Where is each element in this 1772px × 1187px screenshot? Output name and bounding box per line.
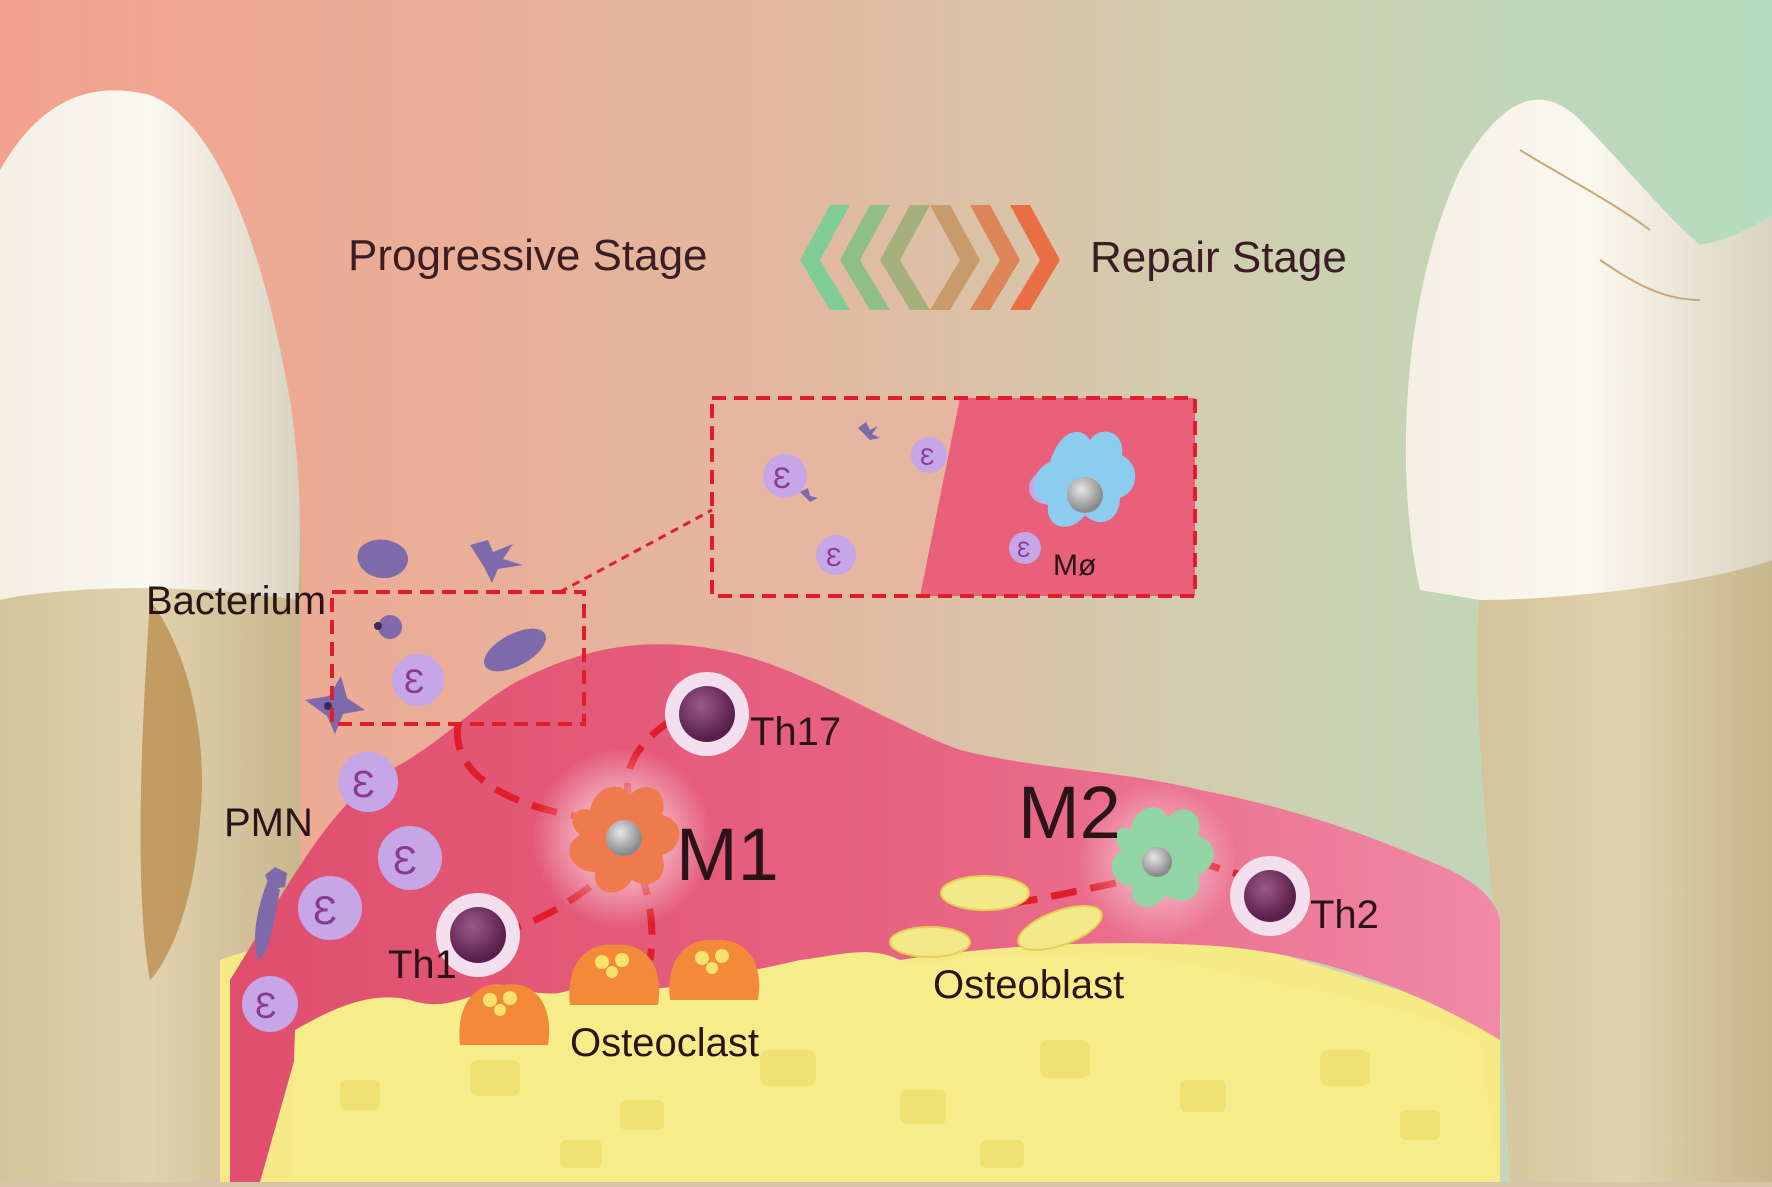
svg-text:Ɛ: Ɛ — [255, 985, 277, 1026]
repair-stage-label: Repair Stage — [1090, 233, 1347, 282]
th17-label: Th17 — [750, 710, 841, 754]
svg-text:Ɛ: Ɛ — [920, 444, 935, 471]
osteoclast-label: Osteoclast — [570, 1021, 759, 1065]
svg-text:Ɛ: Ɛ — [404, 663, 425, 701]
m2-macrophage — [1077, 782, 1237, 942]
m1-label: M1 — [676, 813, 779, 896]
svg-text:Ɛ: Ɛ — [393, 839, 417, 883]
alveolar-bone — [290, 952, 1500, 1182]
bacterium-label: Bacterium — [146, 579, 326, 623]
inset-bacterium — [800, 488, 818, 502]
bacterium-cell — [357, 539, 408, 579]
bacterium-cell — [255, 880, 280, 960]
calculus-deposit — [140, 600, 202, 980]
stage-transition-arrows — [800, 205, 1060, 310]
inset-pmn-cell: Ɛ — [816, 535, 856, 575]
svg-text:Ɛ: Ɛ — [773, 462, 791, 495]
bacterium-cell — [484, 628, 546, 672]
left-tooth — [0, 90, 302, 1182]
chevron-right-icon — [970, 205, 1020, 310]
chevron-left-icon — [840, 205, 890, 310]
inset-frame — [710, 396, 1197, 598]
svg-text:Ɛ: Ɛ — [826, 542, 842, 572]
bacterium-cell — [305, 676, 365, 734]
right-tooth-root — [1477, 560, 1772, 1182]
osteoclasts — [459, 939, 760, 1045]
osteoblast-cell — [940, 875, 1030, 911]
m1-macrophage — [532, 748, 712, 928]
inset-bacterium — [858, 422, 880, 440]
m2-label: M2 — [1018, 771, 1121, 854]
bacteria-cluster — [255, 539, 546, 960]
th2-label: Th2 — [1310, 893, 1379, 937]
osteoblast-cell — [889, 926, 971, 958]
svg-text:Ɛ: Ɛ — [352, 764, 375, 806]
inset-pmn-cell: Ɛ — [763, 454, 807, 498]
th1-cell — [436, 893, 520, 977]
svg-text:Ɛ: Ɛ — [313, 889, 337, 933]
pmn-cell: Ɛ — [338, 752, 398, 812]
osteoblast-label: Osteoblast — [933, 963, 1124, 1007]
th17-cell — [665, 672, 749, 756]
bacterium-cell — [378, 615, 402, 639]
chevron-right-icon — [1010, 205, 1060, 310]
th2-cell — [1230, 856, 1310, 936]
pmn-label: PMN — [224, 801, 313, 845]
chevron-left-icon — [880, 205, 930, 310]
zoom-inset: Ɛ Ɛ Ɛ Ɛ Ɛ Mø — [559, 396, 1197, 598]
gingiva — [230, 644, 1500, 1182]
osteoclast-cell — [669, 939, 760, 1000]
inset-leader-line — [559, 508, 713, 594]
right-tooth — [1405, 99, 1772, 1182]
bone-texture — [340, 1040, 1440, 1168]
pmn-cell: Ɛ — [242, 976, 298, 1032]
left-tooth-crown — [0, 90, 300, 601]
macrophage-label: Mø — [1053, 549, 1096, 582]
pmn-cell: Ɛ — [298, 876, 362, 940]
enamel-cracks — [1519, 149, 1701, 301]
pmn-cell: Ɛ — [392, 654, 444, 706]
th1-label: Th1 — [388, 943, 457, 987]
osteoclast-cell — [459, 984, 550, 1045]
osteoclast-cell — [569, 944, 660, 1005]
chevron-left-icon — [800, 205, 850, 310]
right-tooth-crown — [1405, 99, 1772, 600]
osteoblasts — [889, 875, 1103, 958]
progressive-stage-label: Progressive Stage — [348, 231, 708, 280]
inset-macrophage — [1033, 431, 1136, 527]
bacterium-cell — [265, 867, 287, 889]
inset-pmn-cell: Ɛ — [1009, 532, 1041, 564]
pmn-cell: Ɛ — [378, 826, 442, 890]
inset-pmn-cell: Ɛ — [911, 437, 947, 473]
svg-text:Ɛ: Ɛ — [1017, 537, 1030, 562]
pmn-cells: Ɛ Ɛ Ɛ Ɛ Ɛ — [242, 654, 444, 1032]
bacterium-cell — [470, 540, 523, 583]
chevron-right-icon — [930, 205, 980, 310]
